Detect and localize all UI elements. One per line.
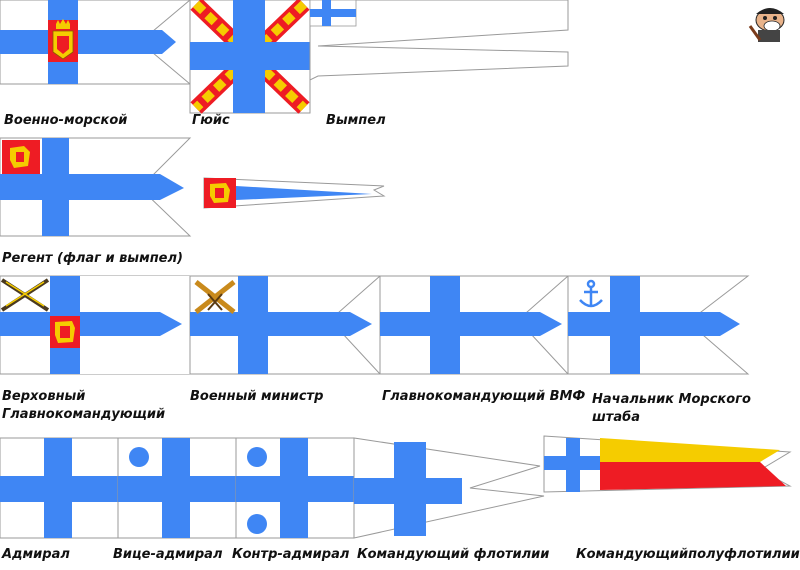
navy-commander-flag xyxy=(379,275,570,375)
regent-flag xyxy=(0,137,192,237)
label-admiral: Адмирал xyxy=(2,547,70,562)
label-regent: Регент (флаг и вымпел) xyxy=(2,251,183,266)
label-vice-admiral: Вице-адмирал xyxy=(113,547,223,562)
label-jack: Гюйс xyxy=(192,113,230,128)
label-flotilla: Командующий флотилии xyxy=(357,547,550,562)
lion-coat-of-arms-icon xyxy=(204,178,236,208)
navy-flag xyxy=(0,0,192,85)
flotilla-commander-flag xyxy=(353,437,545,539)
supreme-commander-flag xyxy=(0,275,191,375)
half-flotilla-commander-flag xyxy=(543,435,792,493)
label-supreme-line1: Верховный xyxy=(2,389,86,404)
admiral-flag xyxy=(0,437,119,539)
pirate-cartoon-icon xyxy=(748,8,785,42)
anchor-icon xyxy=(579,279,603,308)
rear-admiral-flag xyxy=(235,437,355,539)
lion-coat-of-arms-icon xyxy=(50,316,80,348)
lion-coat-of-arms-icon xyxy=(2,140,40,174)
label-half-flotilla: Командующийполуфлотилии xyxy=(576,547,800,562)
label-rear-admiral: Контр-адмирал xyxy=(232,547,350,562)
label-pennant: Вымпел xyxy=(326,113,386,128)
vice-admiral-flag xyxy=(117,437,237,539)
pennant-flag xyxy=(309,0,569,81)
label-minister: Военный министр xyxy=(190,389,324,404)
label-navy: Военно-морской xyxy=(4,113,128,128)
label-staff-chief-line1: Начальник Морского xyxy=(592,392,751,407)
regent-pennant xyxy=(203,177,386,209)
label-staff-chief-line2: штаба xyxy=(592,410,640,425)
crossed-swords-icon xyxy=(0,278,50,312)
war-minister-flag xyxy=(189,275,382,375)
lion-coat-of-arms-icon xyxy=(48,19,78,62)
label-supreme-line2: Главнокомандующий xyxy=(2,407,166,422)
naval-staff-chief-flag xyxy=(567,275,750,375)
crossed-cannons-icon xyxy=(194,280,236,314)
label-navy-chief: Главнокомандующий ВМФ xyxy=(382,389,586,404)
jack-flag xyxy=(189,0,311,113)
